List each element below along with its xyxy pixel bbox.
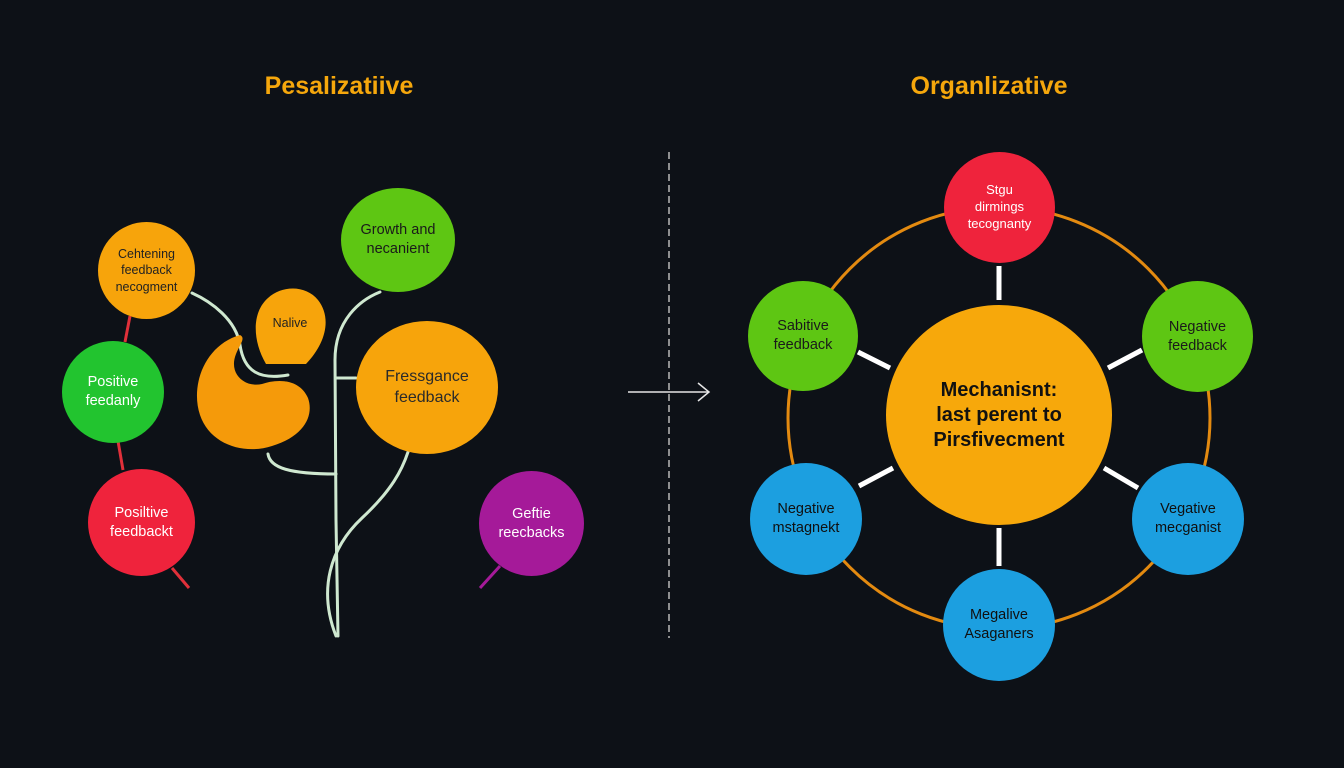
sabitive-feedback-label: Sabitive feedback xyxy=(773,318,833,353)
sabitive-feedback-node: Sabitive feedback xyxy=(748,281,858,391)
hub-spokes xyxy=(856,266,1144,566)
fressance-feedback-label: Fressgance feedback xyxy=(385,367,469,406)
centering-feedback-node: Cehtening feedback necogment xyxy=(98,222,195,319)
growth-node: Growth and necanient xyxy=(341,188,455,292)
centering-feedback-label: Cehtening feedback necogment xyxy=(115,247,178,294)
vine-main-stem xyxy=(333,290,382,638)
red-link-middle xyxy=(116,440,125,471)
arrow-icon xyxy=(628,382,711,402)
orange-blob-shape xyxy=(196,335,310,450)
positive-feedback-green-node: Positive feedanly xyxy=(62,341,164,443)
spoke-lower-left xyxy=(857,465,895,489)
vegative-mecganist-node: Vegative mecganist xyxy=(1132,463,1244,575)
naive-bulb-shape xyxy=(255,288,326,364)
positive-feedback-green-label: Positive feedanly xyxy=(85,374,141,409)
megalive-asaganers-node: Megalive Asaganers xyxy=(943,569,1055,681)
geftie-feedbacks-node: Geftie reecbacks xyxy=(479,471,584,576)
megalive-asaganers-label: Megalive Asaganers xyxy=(964,607,1034,642)
vegative-mecganist-label: Vegative mecganist xyxy=(1154,501,1222,536)
red-link-bottom xyxy=(170,567,191,589)
spoke-upper-right xyxy=(1106,347,1144,371)
magenta-link xyxy=(478,564,502,590)
fressance-feedback-node: Fressgance feedback xyxy=(356,321,498,454)
top-red-node: Stgu dirmings tecognanty xyxy=(944,152,1055,263)
naive-node: Nalive xyxy=(255,288,325,358)
spoke-upper-left xyxy=(856,349,892,371)
negative-feedback-label: Negative feedback xyxy=(1168,318,1227,354)
mechanism-center-node: Mechanisnt: last perent to Pirsfivecment xyxy=(886,305,1112,525)
positive-feedback-red-node: Posiltive feedbackt xyxy=(88,469,195,576)
growth-label: Growth and necanient xyxy=(360,222,436,257)
positive-feedback-red-label: Posiltive feedbackt xyxy=(110,504,173,540)
negative-mstagnekt-node: Negative mstagnekt xyxy=(750,463,862,575)
negative-feedback-node: Negative feedback xyxy=(1142,281,1253,392)
vine-bottom-branch xyxy=(266,452,338,476)
naive-label: Nalive xyxy=(272,315,308,330)
red-link-top xyxy=(123,315,132,343)
mechanism-center-label: Mechanisnt: last perent to Pirsfivecment xyxy=(933,378,1065,451)
left-panel-title: Pesalizatiive xyxy=(264,72,414,100)
right-panel-title: Organlizative xyxy=(910,72,1068,100)
spoke-lower-right xyxy=(1102,465,1140,491)
geftie-feedbacks-label: Geftie reecbacks xyxy=(498,505,565,541)
negative-mstagnekt-label: Negative mstagnekt xyxy=(772,501,840,536)
vine-lower-branch xyxy=(326,450,410,638)
top-red-label: Stgu dirmings tecognanty xyxy=(967,182,1032,231)
